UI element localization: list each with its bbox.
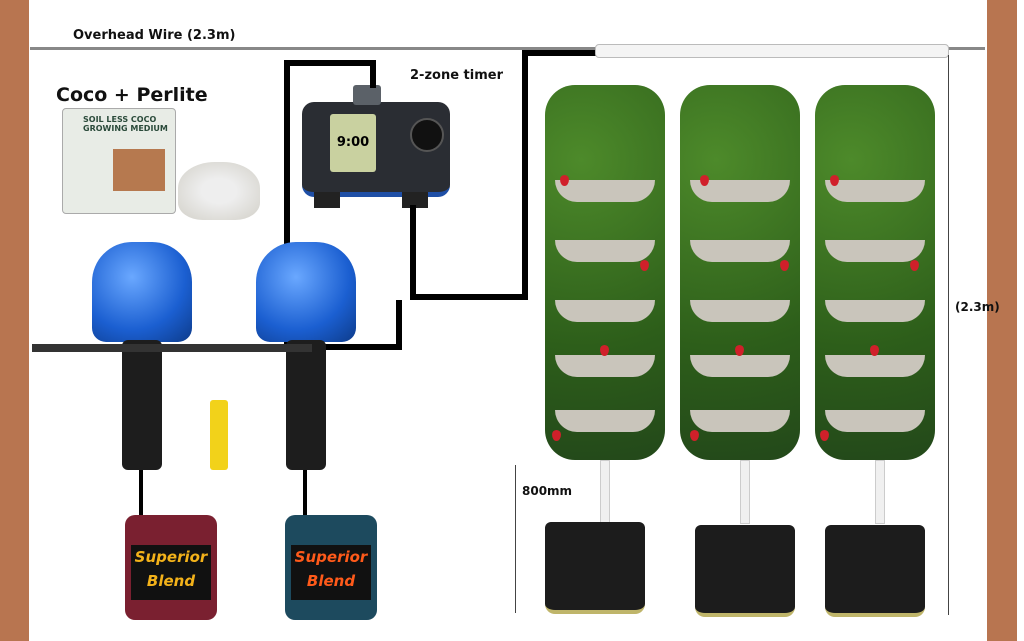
timer-outlet-2	[402, 192, 428, 208]
ph-meter	[210, 400, 228, 470]
two-zone-timer: 9:00	[302, 102, 450, 197]
pump-inline-pipe	[32, 344, 312, 352]
timer-label: 2-zone timer	[410, 68, 503, 83]
right-wooden-post	[987, 0, 1017, 641]
timer-inlet	[353, 85, 381, 105]
stem-height-label: 800mm	[522, 484, 573, 498]
nutrient-jug-a: Superior Blend	[125, 515, 217, 620]
total-height-dimension-line	[948, 55, 949, 615]
dosing-pump-2	[256, 242, 356, 342]
overhead-wire	[30, 47, 985, 50]
nutrient-jug-b-label: Superior Blend	[291, 545, 371, 600]
timer-display: 9:00	[330, 114, 376, 172]
left-wooden-post	[0, 0, 29, 641]
stem-height-dimension-line	[515, 465, 516, 613]
overhead-wire-label: Overhead Wire (2.3m)	[73, 28, 236, 43]
manifold-pipe	[595, 44, 949, 58]
timer-outlet-1	[314, 192, 340, 208]
dosing-pump-2-body	[286, 340, 326, 470]
timer-dial	[410, 118, 444, 152]
dosing-pump-1	[92, 242, 192, 342]
nutrient-jug-a-label: Superior Blend	[131, 545, 211, 600]
coco-bag: SOIL LESS COCO GROWING MEDIUM	[62, 108, 176, 214]
coco-perlite-label: Coco + Perlite	[56, 84, 208, 106]
perlite-pile	[178, 162, 260, 220]
coco-bag-text: SOIL LESS COCO GROWING MEDIUM	[83, 115, 168, 133]
dosing-pump-1-body	[122, 340, 162, 470]
total-height-label: (2.3m)	[955, 300, 1000, 314]
nutrient-jug-b: Superior Blend	[285, 515, 377, 620]
